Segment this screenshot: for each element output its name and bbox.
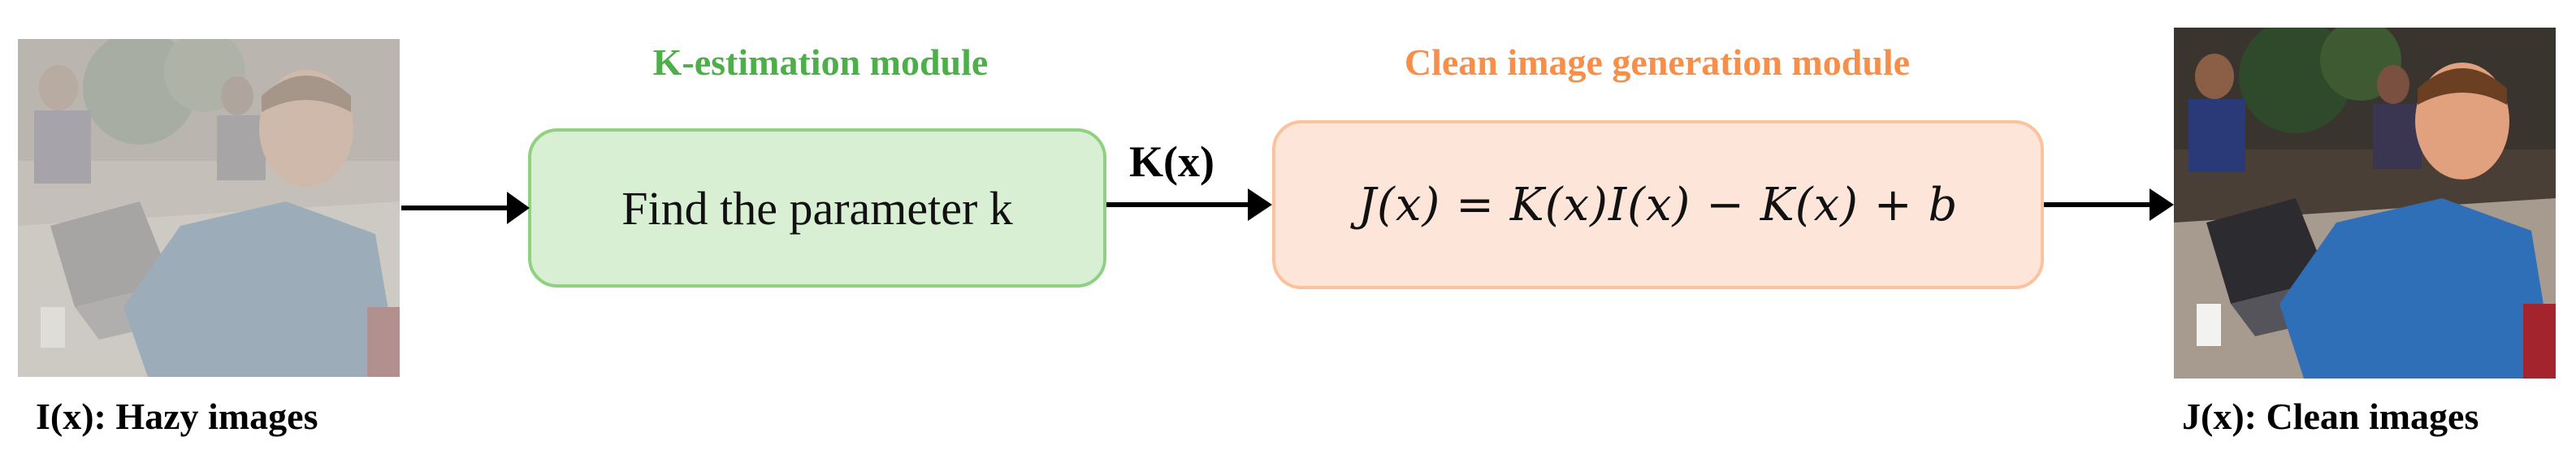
clean-generation-module: J(x) = K(x)I(x) − K(x) + b	[1272, 120, 2044, 289]
k-estimation-title: K-estimation module	[652, 41, 989, 83]
arrow-clean-to-output	[2044, 188, 2174, 221]
clean-generation-title: Clean image generation module	[1404, 41, 1911, 83]
clean-office-photo	[2174, 28, 2556, 379]
right-arrow-icon	[507, 192, 530, 224]
clean-output-image	[2174, 28, 2556, 379]
hazy-input-image	[18, 39, 400, 377]
right-arrow-icon	[1248, 188, 1272, 221]
arrow-k-to-clean	[1106, 188, 1272, 221]
k-estimation-text: Find the parameter k	[621, 181, 1013, 235]
arrow-hazy-to-k	[401, 192, 530, 224]
clean-formula: J(x) = K(x)I(x) − K(x) + b	[1357, 178, 1959, 232]
k-edge-label: K(x)	[1129, 137, 1214, 186]
hazy-office-photo	[18, 39, 400, 377]
clean-image-caption: J(x): Clean images	[2182, 396, 2479, 437]
hazy-image-caption: I(x): Hazy images	[36, 396, 318, 437]
k-estimation-module: Find the parameter k	[528, 128, 1106, 288]
right-arrow-icon	[2150, 188, 2174, 221]
